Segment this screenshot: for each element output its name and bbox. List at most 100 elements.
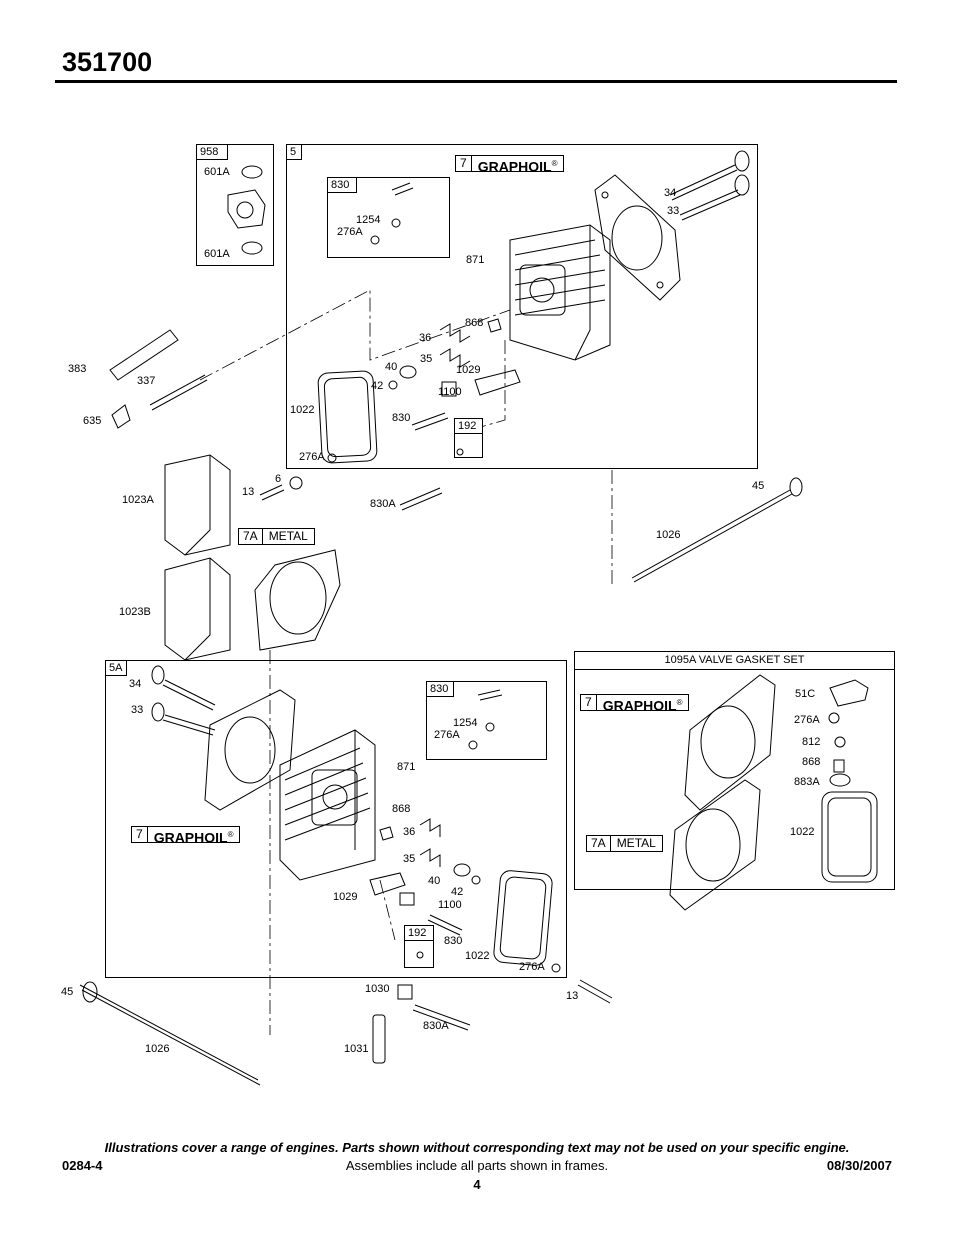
valve-cover-gasket-bottom-icon xyxy=(493,870,553,966)
callout: 276A xyxy=(519,961,545,973)
callout: 51C xyxy=(795,688,816,700)
callout: 1022 xyxy=(790,826,815,838)
callout: 1023B xyxy=(119,606,151,618)
callout: 1023A xyxy=(122,494,154,506)
callout: 601A xyxy=(204,166,230,178)
frame-5a xyxy=(105,660,567,978)
fuel-valve-icon xyxy=(227,165,266,255)
callout: 36 xyxy=(419,332,432,344)
footer-note: Illustrations cover a range of engines. … xyxy=(104,1140,850,1155)
frame-958-ref: 958 xyxy=(196,144,228,160)
frame-5 xyxy=(286,144,758,469)
callout: 36 xyxy=(403,826,416,838)
frame-830-top xyxy=(327,177,450,258)
frame-5-ref: 5 xyxy=(286,144,302,160)
callout: 35 xyxy=(420,353,433,365)
callout: 40 xyxy=(385,361,398,373)
valve-cover-icon xyxy=(164,454,231,661)
callout: 1022 xyxy=(290,404,315,416)
callout: 13 xyxy=(242,486,255,498)
callout: 1022 xyxy=(465,950,490,962)
callout: 40 xyxy=(428,875,441,887)
cylinder-head-top-icon xyxy=(509,224,611,361)
stud-bottom-icon xyxy=(412,1004,471,1031)
stud-830a-icon xyxy=(399,487,443,511)
header-rule xyxy=(55,80,897,83)
callout: 6 xyxy=(275,473,282,485)
tag-graphoil-bottom: 7 GRAPHOIL® xyxy=(131,826,241,845)
callout: 33 xyxy=(131,704,144,716)
callout: 34 xyxy=(664,187,677,199)
gasket-set-title: 1095A VALVE GASKET SET xyxy=(574,651,895,670)
callout: 276A xyxy=(299,451,325,463)
frame-5a-ref: 5A xyxy=(105,660,127,676)
frame-830-top-ref: 830 xyxy=(327,177,357,193)
valve-top-icon xyxy=(669,150,750,221)
spark-plug-icon xyxy=(109,329,208,429)
callout: 635 xyxy=(83,415,102,427)
callout: 35 xyxy=(403,853,416,865)
footer-code: 0284-4 xyxy=(62,1158,103,1173)
callout: 601A xyxy=(204,248,230,260)
callout: 871 xyxy=(466,254,485,266)
callout: 1030 xyxy=(365,983,390,995)
callout: 1029 xyxy=(333,891,358,903)
callout: 1100 xyxy=(438,899,462,911)
cylinder-head-bottom-icon xyxy=(279,729,376,881)
callout: 1100 xyxy=(438,386,462,398)
tag-metal-set: 7A METAL xyxy=(586,835,663,852)
callout: 34 xyxy=(129,678,142,690)
stud-icon xyxy=(391,182,414,196)
tag-graphoil-top: 7 GRAPHOIL® xyxy=(455,155,565,174)
callout: 42 xyxy=(451,886,464,898)
callout: 830 xyxy=(392,412,411,424)
callout: 1026 xyxy=(656,529,681,541)
footer-date: 08/30/2007 xyxy=(826,1158,892,1173)
rocker-arm-bottom-icon xyxy=(369,872,463,959)
frame-192-bottom-ref: 192 xyxy=(404,925,434,941)
valve-bottom-icon xyxy=(151,665,216,736)
callout: 45 xyxy=(752,480,765,492)
valve-spring-top-icon xyxy=(388,318,502,390)
frame-958 xyxy=(196,144,274,266)
callout: 383 xyxy=(68,363,87,375)
callout: 868 xyxy=(392,803,411,815)
frame-830-bottom xyxy=(426,681,547,760)
callout: 830 xyxy=(444,935,463,947)
callout: 830A xyxy=(423,1020,449,1032)
callout: 871 xyxy=(397,761,416,773)
callout: 13 xyxy=(566,990,579,1002)
callout: 337 xyxy=(137,375,156,387)
callout: 868 xyxy=(802,756,821,768)
screw-icon xyxy=(259,484,285,501)
callout: 1254 xyxy=(356,214,381,226)
tag-graphoil-set: 7 GRAPHOIL® xyxy=(580,694,690,713)
callout: 1254 xyxy=(453,717,478,729)
callout: 812 xyxy=(802,736,821,748)
callout: 276A xyxy=(794,714,820,726)
callout: 45 xyxy=(61,986,74,998)
callout: 868 xyxy=(465,317,484,329)
valve-spring-bottom-icon xyxy=(379,818,481,885)
frame-gasket-set xyxy=(574,651,895,890)
callout: 33 xyxy=(667,205,680,217)
metal-gasket-icon xyxy=(254,549,341,651)
rocker-arm-top-icon xyxy=(411,369,521,456)
page-number: 4 xyxy=(473,1177,481,1192)
frame-830-bottom-ref: 830 xyxy=(426,681,454,697)
callout: 830A xyxy=(370,498,396,510)
callout: 883A xyxy=(794,776,820,788)
callout: 42 xyxy=(371,380,384,392)
tag-metal-mid: 7A METAL xyxy=(238,528,315,545)
callout: 276A xyxy=(434,729,460,741)
model-number: 351700 xyxy=(62,47,153,77)
pushrod-top-icon xyxy=(631,489,793,583)
pushrod-bottom-icon xyxy=(79,984,261,1086)
callout: 1026 xyxy=(145,1043,170,1055)
head-gasket-bottom-icon xyxy=(204,689,296,811)
frame-192-top-ref: 192 xyxy=(454,418,483,434)
pin-icon xyxy=(372,1014,386,1064)
callout: 276A xyxy=(337,226,363,238)
footer-assemblies: Assemblies include all parts shown in fr… xyxy=(345,1158,609,1173)
